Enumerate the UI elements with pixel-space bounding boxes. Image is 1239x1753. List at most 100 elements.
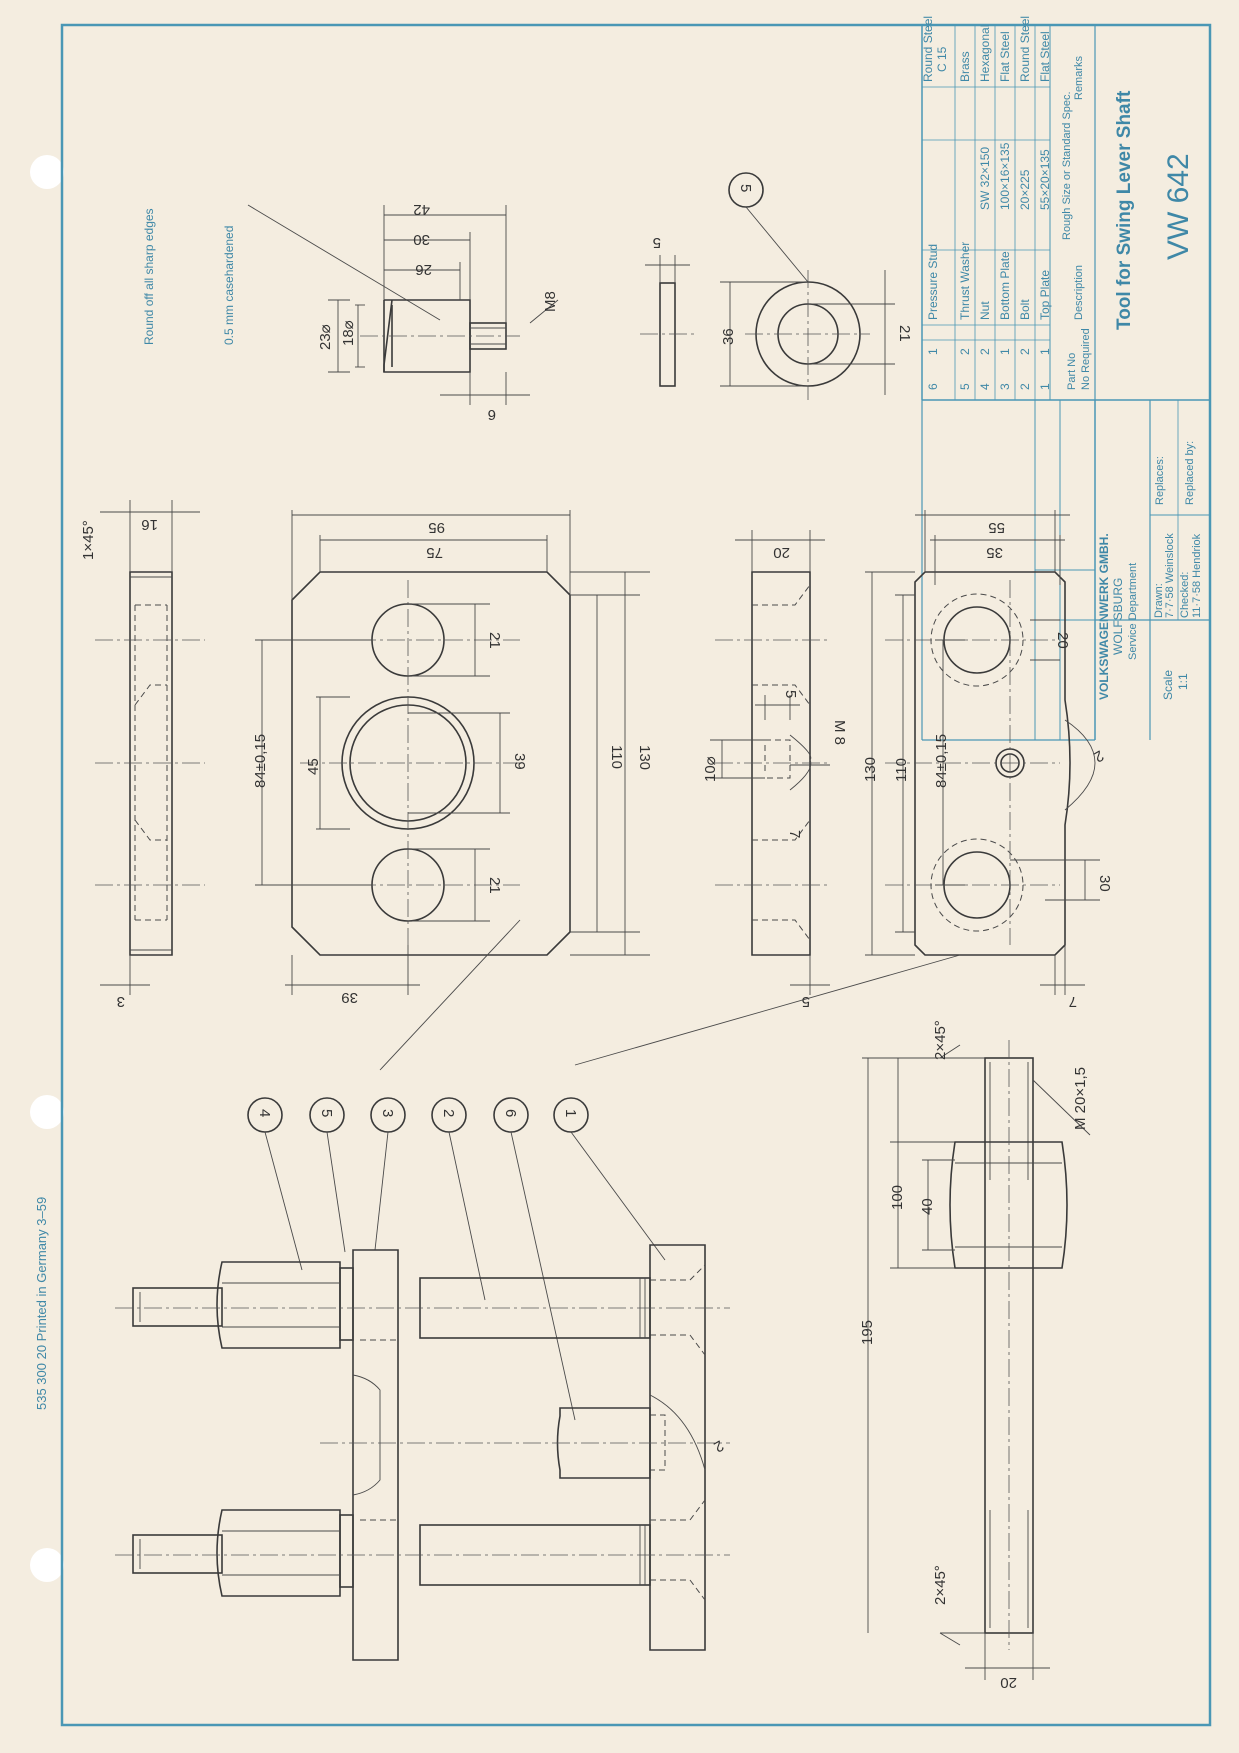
dim-21: 21: [896, 325, 913, 342]
header-no-required: No Required: [1080, 328, 1092, 390]
balloon-label: 1: [562, 1109, 579, 1117]
title-block: 6 1 Pressure Stud Round Steel C 15 5 2 T…: [921, 16, 1210, 741]
dim-20c: 20: [1000, 1674, 1017, 1691]
drawing-title: Tool for Swing Lever Shaft: [1114, 90, 1135, 330]
dim-84-tol: 84±0,15: [252, 734, 269, 788]
part-remark: Flat Steel: [998, 31, 1012, 82]
part-desc: Bottom Plate: [998, 251, 1012, 320]
dim-42: 42: [413, 201, 430, 218]
dim-m20: M 20×1,5: [1072, 1067, 1089, 1130]
dim-3: 3: [117, 993, 125, 1010]
part-qty: 1: [1038, 348, 1052, 355]
part-size: SW 32×150: [978, 147, 992, 210]
frame-border: [60, 23, 1212, 1727]
part-pressure-stud-view: 42 30 26 23⌀ 18⌀ M8 6: [317, 201, 559, 423]
part-number: 2: [1018, 383, 1032, 390]
checked-value: 11·7·58 Hendriok: [1191, 533, 1203, 618]
note-sharp-edges: Round off all sharp edges: [142, 208, 156, 345]
dim-10-dia: 10⌀: [702, 756, 719, 782]
part-bottom-plate-front-view: 95 75 84±0,15 45 21 21 39 110 130: [252, 510, 653, 1071]
header-description: Description: [1073, 265, 1085, 320]
company-department: Service Department: [1127, 563, 1139, 660]
dim-5: 5: [653, 234, 661, 251]
dim-20: 20: [773, 544, 790, 561]
header-size: Rough Size or Standard Spec.: [1061, 91, 1073, 240]
dim-23-dia: 23⌀: [317, 324, 334, 350]
dim-55: 55: [988, 519, 1005, 536]
dim-5c: 5: [802, 993, 810, 1010]
checked-label: Checked:: [1179, 572, 1191, 618]
assembly-view: 2: [115, 1244, 730, 1661]
dim-95: 95: [428, 519, 445, 536]
dim-6: 6: [488, 406, 496, 423]
dim-84b-tol: 84±0,15: [933, 734, 950, 788]
part-qty: 1: [998, 348, 1012, 355]
dim-2x45-top: 2×45°: [932, 1020, 949, 1060]
part-bottom-plate-side-view: 16 1×45° 3: [80, 500, 205, 1010]
scale-value: 1:1: [1176, 673, 1190, 690]
replaced-by-label: Replaced by:: [1184, 441, 1196, 505]
drawn-label: Drawn:: [1153, 583, 1165, 618]
part-qty: 2: [1018, 348, 1032, 355]
balloon-label: 6: [502, 1109, 519, 1117]
part-top-plate-side-view: 20 10⌀ 5 M 8 7 5: [702, 530, 848, 1010]
dim-40: 40: [919, 1198, 936, 1215]
part-remark: Hexagonal: [978, 25, 992, 82]
binder-hole: [30, 155, 64, 189]
dim-45: 45: [305, 758, 322, 775]
part-desc: Pressure Stud: [926, 244, 940, 320]
company-city: WOLFSBURG: [1111, 578, 1125, 655]
part-desc: Thrust Washer: [958, 242, 972, 320]
scale-label: Scale: [1161, 670, 1175, 700]
dim-21b: 21: [486, 877, 503, 894]
dim-7: 7: [786, 830, 803, 838]
dim-110b: 110: [893, 758, 910, 782]
drawing-number: VW 642: [1162, 153, 1195, 260]
part-top-plate-front-view: 55 35 130 110 84±0,15 20 30 2 7: [574, 510, 1113, 1066]
part-number: 5: [958, 383, 972, 390]
dim-r2: 2: [1091, 747, 1107, 766]
header-remarks: Remarks: [1073, 55, 1085, 100]
part-desc: Nut: [978, 301, 992, 320]
note-casehardened: 0.5 mm casehardened: [222, 226, 236, 345]
print-code: 535 300 20 Printed in Germany 3–59: [34, 1197, 49, 1410]
part-qty: 2: [958, 348, 972, 355]
part-remark: Round Steel: [1018, 16, 1032, 82]
part-remark: Flat Steel: [1038, 31, 1052, 82]
part-size: 20×225: [1018, 169, 1032, 210]
dim-r2-assembly: 2: [711, 1437, 727, 1456]
part-thrust-washer-view: 5 36 21 5: [640, 172, 913, 400]
part-number: 6: [926, 383, 940, 390]
dim-18-dia: 18⌀: [340, 320, 357, 346]
part-remark: Brass: [958, 51, 972, 82]
balloon-label: 3: [379, 1109, 396, 1117]
dim-39: 39: [511, 753, 528, 770]
dim-39b: 39: [341, 989, 358, 1006]
part-desc: Bolt: [1018, 299, 1032, 320]
dim-5b: 5: [782, 690, 799, 698]
balloon-row: 4 5 3 2 6 1: [247, 1097, 666, 1421]
dim-110: 110: [608, 745, 625, 769]
dim-130b: 130: [862, 757, 879, 782]
header-part-no: Part No: [1066, 353, 1078, 390]
part-bolt-view: 195 100 40 2×45° M 20×1,5 2×45° 20: [859, 1020, 1091, 1691]
replaces-label: Replaces:: [1154, 456, 1166, 505]
part-remark: C 15: [935, 46, 949, 72]
balloon-label: 5: [737, 184, 754, 192]
company-name: VOLKSWAGENWERK GMBH.: [1097, 533, 1111, 700]
dim-195: 195: [859, 1320, 876, 1345]
binder-hole: [30, 1548, 64, 1582]
part-size: 100×16×135: [998, 142, 1012, 210]
dim-75: 75: [426, 544, 443, 561]
dim-1x45: 1×45°: [80, 520, 97, 560]
dim-36: 36: [720, 328, 737, 345]
drawn-value: 7·7·58 Weinslock: [1164, 533, 1176, 618]
part-qty: 2: [978, 348, 992, 355]
balloon-label: 5: [318, 1109, 335, 1117]
dim-m8b: M 8: [831, 720, 848, 745]
part-number: 4: [978, 383, 992, 390]
balloon-label: 2: [440, 1109, 457, 1117]
balloon-label: 4: [256, 1109, 273, 1117]
